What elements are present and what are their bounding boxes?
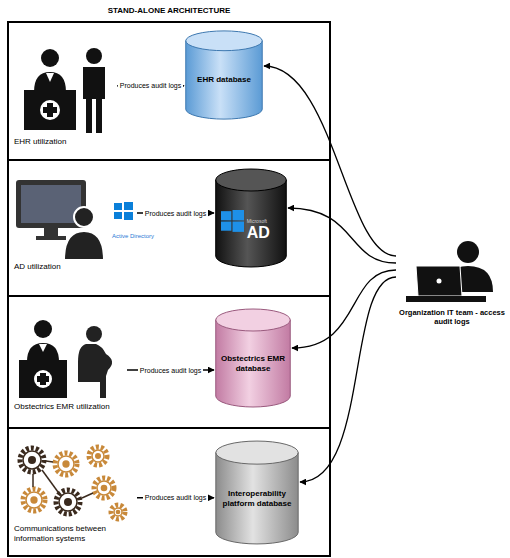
windows-logo [221, 210, 244, 233]
ehr-icon [14, 40, 114, 135]
actor-figure: AD utilization [14, 175, 134, 272]
actor-figure: Obstectrics EMR utilization [14, 312, 124, 412]
ad-icon [14, 175, 134, 260]
edge-label: Produces audit logs [118, 81, 183, 90]
cylinder-shape [185, 30, 263, 120]
connector-arrow [300, 277, 396, 482]
obs-icon [14, 312, 124, 400]
db-text: Interoperability platform database [215, 465, 299, 532]
diagram-title: STAND-ALONE ARCHITECTURE [8, 6, 330, 15]
edge-label: Produces audit logs [138, 366, 203, 375]
lap-icon [398, 238, 506, 306]
database-cylinder: MicrosoftAD [215, 168, 287, 268]
actor-figure: EHR utilization [14, 40, 114, 147]
product-label: Active Directory [112, 232, 154, 240]
database-label: Obstectrics EMR database [220, 354, 286, 374]
database-cylinder: Interoperability platform database [215, 440, 299, 545]
edge-label: Produces audit logs [143, 209, 208, 218]
db-text: MicrosoftAD [247, 204, 287, 256]
database-label: EHR database [197, 75, 251, 85]
usage-caption: Communications between information syste… [14, 524, 134, 544]
db-text: EHR database [185, 52, 263, 110]
actor-figure: Communications between information syste… [14, 442, 134, 544]
database-label: AD [247, 224, 270, 242]
usage-caption: Obstectrics EMR utilization [14, 402, 124, 412]
team-label: Organization IT team - access audit logs [398, 308, 506, 326]
database-cylinder: EHR database [185, 30, 263, 120]
edge-label: Produces audit logs [143, 493, 208, 502]
db-text: Obstectrics EMR database [215, 332, 291, 396]
connector-arrow [292, 270, 396, 348]
usage-caption: EHR utilization [14, 137, 114, 147]
gear-icon [14, 442, 134, 522]
database-label: Interoperability platform database [220, 489, 294, 509]
database-label: Microsoft [247, 218, 267, 224]
usage-caption: AD utilization [14, 262, 134, 272]
connector-arrow [288, 208, 396, 263]
database-cylinder: Obstectrics EMR database [215, 308, 291, 408]
it-team-figure: Organization IT team - access audit logs [398, 238, 506, 326]
